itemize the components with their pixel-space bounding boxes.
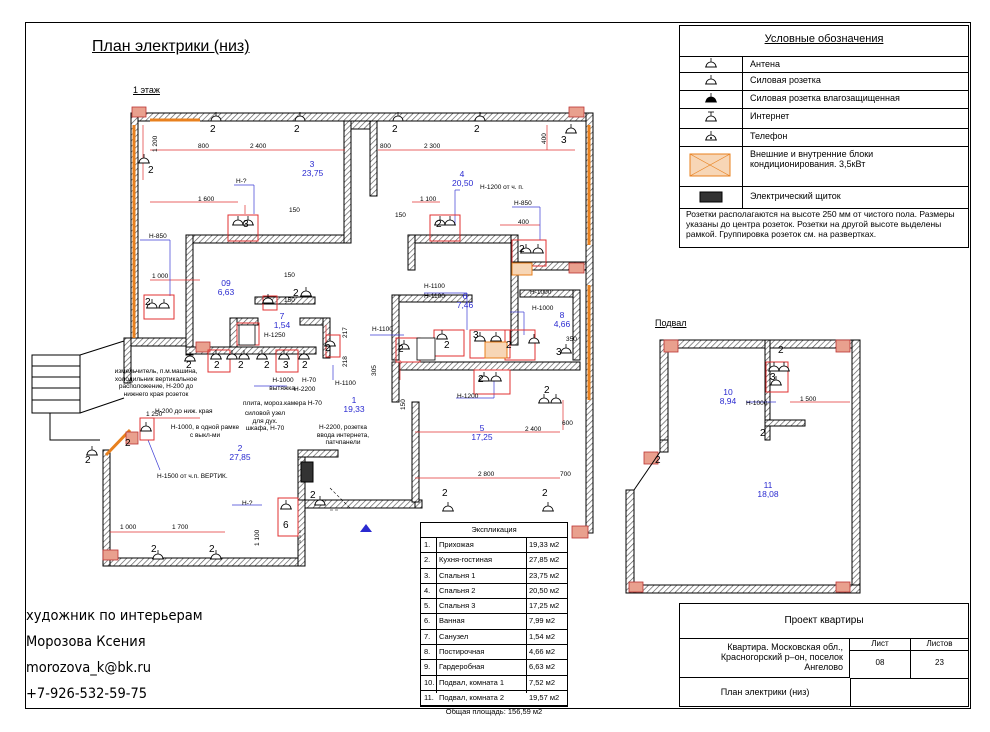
ac-unit-icon: [689, 153, 731, 177]
legend-row-power-socket: Силовая розетка: [680, 72, 968, 91]
staircase: [31, 340, 125, 441]
entrance-marker: [360, 524, 372, 532]
waterproof-socket-icon: [705, 93, 717, 103]
phone-socket-icon: [705, 131, 717, 141]
explication-area: 1,54 м2: [529, 631, 556, 641]
explication-name: Подвал, комната 2: [439, 692, 505, 702]
explication-area: 27,85 м2: [529, 555, 560, 565]
explication-row: 4. Спальня 2 20,50 м2: [421, 584, 567, 600]
electrical-panel-icon: [699, 191, 723, 203]
explication-number: 11.: [424, 692, 434, 702]
author-role: художник по интерьерам: [26, 608, 203, 624]
explication-name: Спальня 1: [439, 570, 476, 580]
legend-row-antenna: Антена: [680, 56, 968, 73]
drawing-name: План электрики (низ): [680, 678, 851, 707]
sheet-title: План электрики (низ): [92, 38, 250, 55]
sheet-cell: Лист 08: [850, 638, 911, 679]
legend-row-phone: Телефон: [680, 128, 968, 147]
basement-label: Подвал: [655, 318, 687, 328]
explication-total: Общая площадь: 156,59 м2: [445, 707, 543, 717]
project-address: Квартира. Московская обл., Красногорский…: [680, 638, 850, 678]
internet-socket-icon: [705, 111, 717, 122]
floor-label: 1 этаж: [133, 85, 160, 95]
explication-number: 4.: [424, 585, 431, 595]
explication-row: 10. Подвал, комната 1 7,52 м2: [421, 676, 567, 691]
explication-row: 2. Кухня-гостиная 27,85 м2: [421, 553, 567, 569]
explication-table: Экспликация 1. Прихожая 19,33 м2 2. Кухня-го…: [420, 522, 568, 716]
explication-name: Спальня 3: [439, 601, 476, 611]
explication-area: 23,75 м2: [529, 570, 560, 580]
explication-area: 17,25 м2: [529, 601, 560, 611]
explication-name: Санузел: [439, 631, 469, 641]
sheets-total: 23: [935, 658, 944, 667]
legend-row-electrical-panel: Электрический щиток: [680, 186, 968, 209]
explication-name: Подвал, комната 1: [439, 677, 505, 687]
power-socket-icon: [705, 75, 717, 85]
explication-number: 9.: [424, 662, 431, 672]
legend-row-waterproof-socket: Силовая розетка влагозащищенная: [680, 90, 968, 109]
antenna-icon: [705, 58, 717, 68]
legend-row-ac-unit: Внешние и внутренние блоки кондициониров…: [680, 146, 968, 187]
explication-name: Кухня-гостиная: [439, 555, 493, 565]
explication-row: 5. Спальня 3 17,25 м2: [421, 599, 567, 615]
explication-number: 2.: [424, 555, 431, 565]
legend-note: Розетки располагаются на высоте 250 мм о…: [686, 209, 955, 239]
sheets-cell: Листов 23: [910, 638, 969, 679]
explication-area: 4,66 м2: [529, 647, 556, 657]
explication-number: 8.: [424, 647, 431, 657]
author-phone: +7-926-532-59-75: [26, 686, 148, 702]
explication-name: Ванная: [439, 616, 465, 626]
explication-row: 8. Постирочная 4,66 м2: [421, 645, 567, 661]
legend-title: Условные обозначения: [680, 26, 968, 57]
legend-table: Условные обозначения Антена Силовая розе…: [679, 25, 969, 248]
explication-area: 19,33 м2: [529, 540, 560, 549]
sheet-number: 08: [875, 658, 885, 667]
electrical-panel: [300, 461, 314, 483]
explication-area: 19,57 м2: [529, 692, 560, 702]
author-email: morozova_k@bk.ru: [26, 660, 151, 676]
explication-row: 7. Санузел 1,54 м2: [421, 630, 567, 646]
explication-number: 3.: [424, 570, 431, 580]
explication-row: 1. Прихожая 19,33 м2: [421, 538, 567, 554]
column-divider: [436, 537, 437, 693]
explication-title: Экспликация: [421, 523, 567, 538]
explication-name: Спальня 2: [439, 585, 476, 595]
title-block: Проект квартиры Квартира. Московская обл…: [679, 603, 969, 707]
explication-area: 6,63 м2: [529, 662, 556, 672]
explication-name: Прихожая: [439, 540, 474, 549]
explication-number: 7.: [424, 631, 431, 641]
explication-area: 7,99 м2: [529, 616, 556, 626]
explication-area: 20,50 м2: [529, 585, 560, 595]
explication-area: 7,52 м2: [529, 677, 556, 687]
explication-number: 10.: [424, 677, 435, 687]
legend-row-internet: Интернет: [680, 108, 968, 129]
explication-row: 3. Спальня 1 23,75 м2: [421, 569, 567, 584]
explication-number: 6.: [424, 616, 431, 626]
ac-units: [484, 262, 533, 359]
explication-number: 1.: [424, 540, 431, 549]
explication-name: Постирочная: [439, 647, 485, 657]
column-divider: [526, 537, 527, 693]
explication-row: 9. Гардеробная 6,63 м2: [421, 660, 567, 676]
author-name: Морозова Ксения: [26, 634, 146, 650]
explication-number: 5.: [424, 601, 431, 611]
explication-row: 11. Подвал, комната 2 19,57 м2: [421, 691, 567, 707]
project-name: Проект квартиры: [680, 604, 968, 639]
explication-row: 6. Ванная 7,99 м2: [421, 614, 567, 630]
explication-name: Гардеробная: [439, 662, 485, 672]
